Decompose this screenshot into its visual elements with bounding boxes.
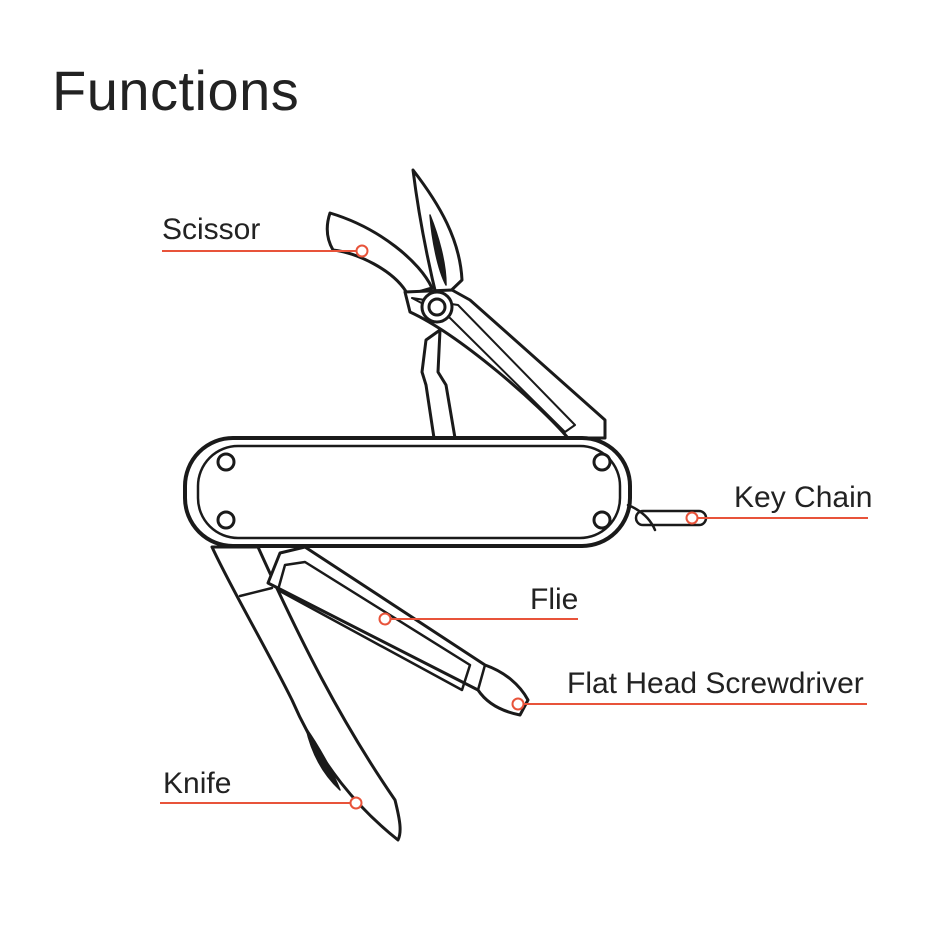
scissor-left-blade	[325, 211, 607, 440]
label-scissor: Scissor	[162, 213, 261, 246]
file-tool	[266, 545, 530, 717]
handle-body	[183, 436, 632, 548]
callout-flie	[378, 612, 578, 626]
callout-key-chain	[685, 511, 868, 525]
label-knife: Knife	[163, 767, 232, 800]
callouts	[160, 244, 868, 810]
knife-blade	[210, 545, 402, 842]
label-key-chain: Key Chain	[734, 481, 873, 514]
callout-knife	[160, 796, 363, 810]
callout-flat-head-screwdriver	[511, 697, 867, 711]
scissor-pivot	[420, 290, 454, 324]
handle-rivets	[216, 452, 612, 530]
page-title: Functions	[52, 59, 300, 122]
label-flat-head-screwdriver: Flat Head Screwdriver	[567, 667, 864, 700]
callout-scissor	[162, 244, 369, 258]
label-flie: Flie	[530, 583, 579, 616]
